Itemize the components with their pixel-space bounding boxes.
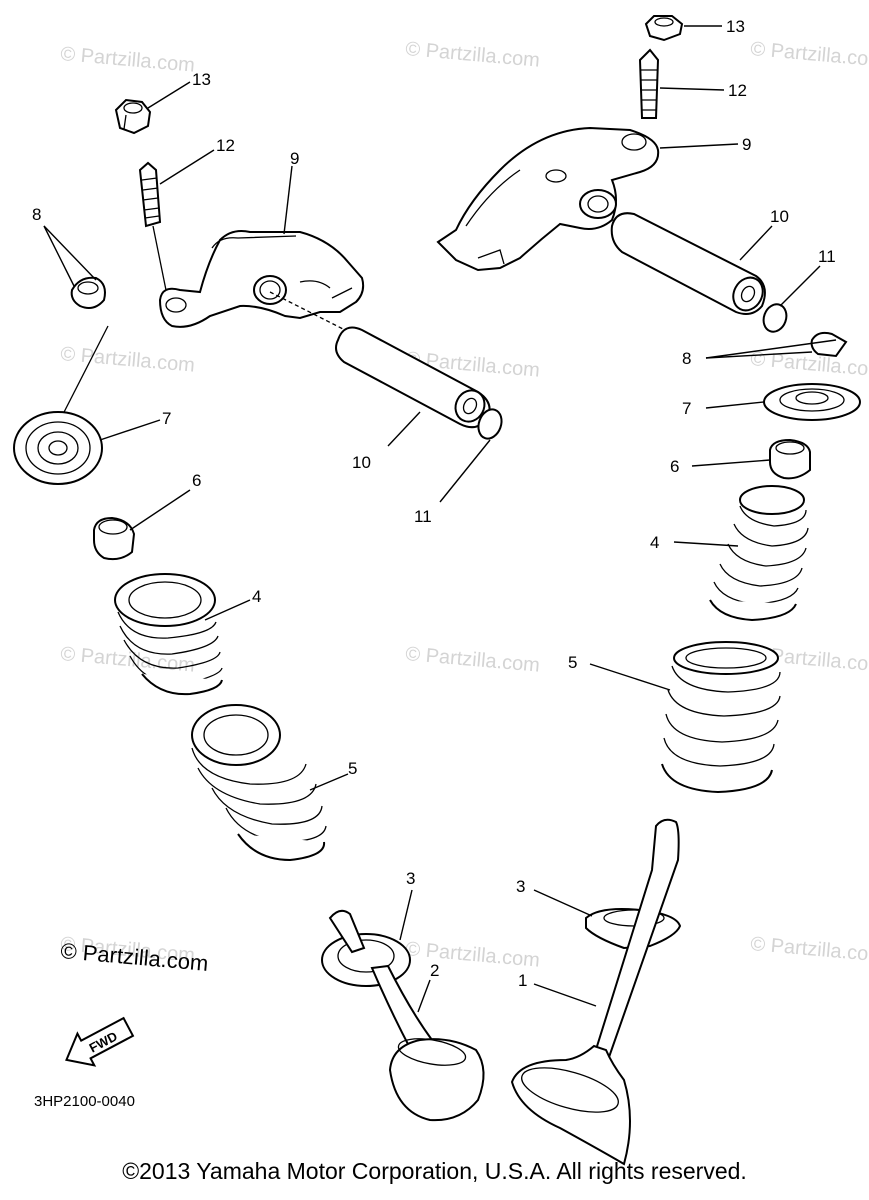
valve-1-exhaust [510,818,680,1166]
callout-12-right: 12 [728,81,747,100]
watermark: © Partzilla.com [405,38,541,72]
watermark: © Partzilla.com [750,348,869,382]
callout-10-left: 10 [352,453,371,472]
spring-retainer-7-left [13,411,103,485]
callout-6-right: 6 [670,457,679,476]
diagram-code: 3HP2100-0040 [34,1093,135,1110]
rocker-arm-9-left [158,230,365,328]
callout-9-right: 9 [742,135,751,154]
o-ring-11-left [477,408,503,440]
watermark: © Partzilla.com [405,643,541,677]
callout-5-left: 5 [348,759,357,778]
callout-3-left: 3 [406,869,415,888]
spring-seat-3-left [321,933,411,987]
watermark: © Partzilla.com [405,938,541,972]
callout-11-left: 11 [414,507,432,526]
spring-retainer-7-right [763,383,861,421]
callout-4-left: 4 [252,587,261,606]
callout-9-left: 9 [290,149,299,168]
watermark: © Partzilla.com [60,643,196,677]
callout-5-right: 5 [568,653,577,672]
callout-1: 1 [518,971,527,990]
valve-seal-6-right [769,438,811,480]
watermark: © Partzilla.com [750,933,869,967]
inner-spring-4-right [709,485,809,622]
watermark: © Partzilla.com [60,343,196,377]
watermark: © Partzilla.com [60,43,196,77]
nut-13-right [644,15,684,42]
valve-cotter-8-left [59,276,109,421]
callout-2: 2 [430,961,439,980]
copyright-notice: ©2013 Yamaha Motor Corporation, U.S.A. A… [122,1158,747,1184]
valve-cotter-8-right [810,331,848,358]
callout-4-right: 4 [650,533,659,552]
o-ring-11-right [762,303,788,333]
stud-12-right [638,48,660,119]
callout-6-left: 6 [192,471,201,490]
callout-8-right: 8 [682,349,691,368]
callout-labels: 13 12 9 8 7 6 4 5 10 11 3 2 13 12 9 10 1… [32,17,836,990]
rocker-arm-9-right [436,126,660,272]
watermark: © Partzilla.com [750,38,869,72]
callout-7-right: 7 [682,399,691,418]
outer-spring-5-right [661,641,781,794]
callout-13-right: 13 [726,17,745,36]
callout-8-left: 8 [32,205,41,224]
callout-3-right: 3 [516,877,525,896]
callout-7-left: 7 [162,409,171,428]
rocker-shaft-10-left [269,291,491,429]
callout-12-left: 12 [216,136,235,155]
valve-seal-6-left [93,516,136,561]
outer-spring-5-left [191,704,327,862]
stud-12-left [138,161,169,301]
callout-11-right: 11 [818,247,836,266]
valve-2-intake [328,909,485,1122]
inner-spring-4-left [114,573,223,696]
callout-13-left: 13 [192,70,211,89]
rocker-shaft-10-right [610,212,766,315]
leader-lines [43,25,837,1013]
nut-13-left [114,98,152,135]
forward-arrow-icon: FWD [65,1016,135,1067]
callout-10-right: 10 [770,207,789,226]
